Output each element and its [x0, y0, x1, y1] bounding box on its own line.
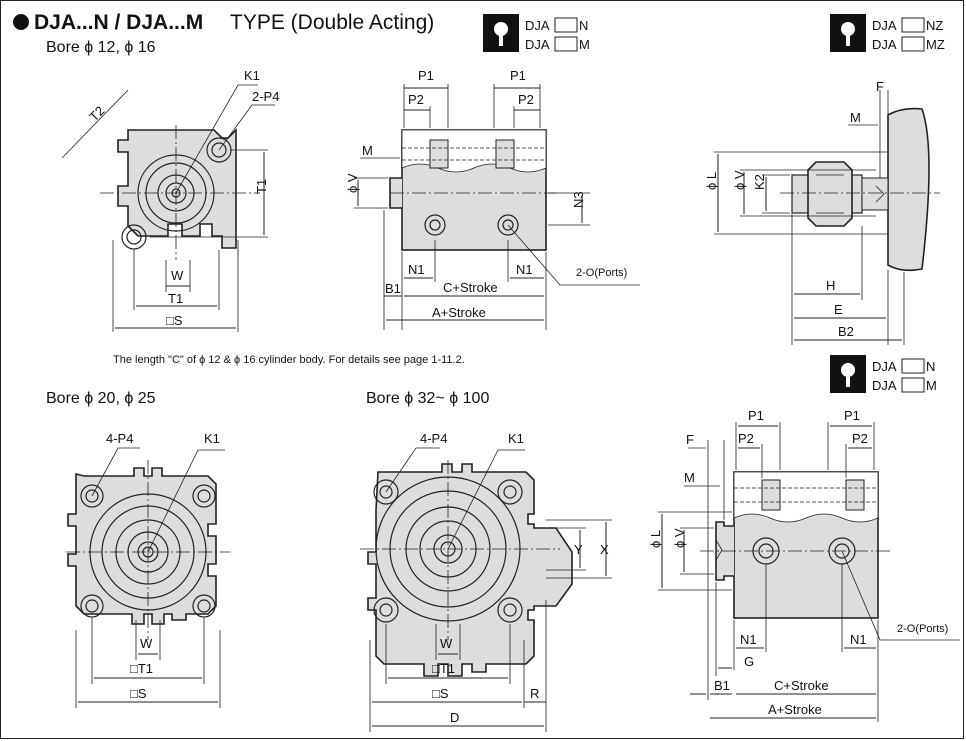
- svg-text:DJA: DJA: [525, 18, 550, 33]
- svg-text:ϕ L: ϕ L: [704, 172, 719, 190]
- svg-text:N: N: [926, 359, 935, 374]
- svg-text:2-O(Ports): 2-O(Ports): [576, 267, 627, 279]
- view-large-front: 4-P4 K1 Y X W □T1 □S R D: [360, 431, 612, 732]
- svg-text:P1: P1: [418, 68, 434, 83]
- svg-text:□S: □S: [166, 313, 183, 328]
- svg-text:T2: T2: [86, 103, 107, 124]
- svg-text:K1: K1: [244, 68, 260, 83]
- svg-text:DJA: DJA: [872, 37, 897, 52]
- svg-text:MZ: MZ: [926, 37, 945, 52]
- svg-text:DJA: DJA: [872, 359, 897, 374]
- svg-text:M: M: [926, 378, 937, 393]
- svg-text:M: M: [579, 37, 590, 52]
- svg-text:W: W: [171, 268, 184, 283]
- svg-text:NZ: NZ: [926, 18, 943, 33]
- svg-text:B1: B1: [714, 678, 730, 693]
- svg-text:N1: N1: [408, 262, 425, 277]
- svg-text:N1: N1: [516, 262, 533, 277]
- svg-text:N3: N3: [571, 191, 586, 208]
- svg-text:ϕ L: ϕ L: [648, 530, 663, 548]
- title-rest: TYPE (Double Acting): [230, 11, 434, 34]
- svg-text:K1: K1: [508, 431, 524, 446]
- svg-text:□S: □S: [130, 686, 147, 701]
- svg-text:F: F: [686, 432, 694, 447]
- view-rod-end: F M ϕ L ϕ V K2 H E B2: [704, 79, 940, 345]
- svg-text:2-P4: 2-P4: [252, 89, 279, 104]
- svg-text:K2: K2: [752, 174, 767, 190]
- svg-text:□S: □S: [432, 686, 449, 701]
- svg-text:G: G: [744, 654, 754, 669]
- svg-text:N1: N1: [740, 632, 757, 647]
- svg-text:M: M: [850, 110, 861, 125]
- svg-text:B2: B2: [838, 324, 854, 339]
- svg-text:D: D: [450, 710, 459, 725]
- title-bold: DJA...N / DJA...M: [34, 11, 203, 34]
- svg-text:M: M: [684, 470, 695, 485]
- magnet-icon-group-nm-top: DJA N DJA M: [483, 14, 590, 52]
- svg-text:2-O(Ports): 2-O(Ports): [897, 623, 948, 635]
- svg-text:H: H: [826, 278, 835, 293]
- view-small-front: T2 K1 2-P4 T1 W T1 □S: [61, 68, 279, 332]
- svg-text:T1: T1: [168, 291, 183, 306]
- svg-text:DJA: DJA: [872, 378, 897, 393]
- note-text: The length "C" of ϕ 12 & ϕ 16 cylinder b…: [113, 354, 465, 366]
- svg-text:M: M: [362, 143, 373, 158]
- svg-text:ϕ V: ϕ V: [732, 170, 747, 190]
- svg-text:K1: K1: [204, 431, 220, 446]
- svg-text:E: E: [834, 302, 843, 317]
- svg-text:DJA: DJA: [525, 37, 550, 52]
- svg-text:ϕ V: ϕ V: [672, 528, 687, 548]
- bore-large-label: Bore ϕ 32~ ϕ 100: [366, 390, 489, 407]
- svg-text:□T1: □T1: [130, 661, 153, 676]
- svg-text:P2: P2: [408, 92, 424, 107]
- svg-text:A+Stroke: A+Stroke: [432, 305, 486, 320]
- view-small-side: P1 P1 P2 P2 M ϕ V N3 N1 N1 2-O(Ports) B1: [345, 68, 640, 330]
- svg-text:DJA: DJA: [872, 18, 897, 33]
- svg-text:F: F: [876, 79, 884, 94]
- svg-text:N1: N1: [850, 632, 867, 647]
- svg-text:C+Stroke: C+Stroke: [443, 280, 498, 295]
- svg-text:W: W: [140, 636, 153, 651]
- view-mid-front: 4-P4 K1 W □T1 □S: [66, 431, 230, 708]
- magnet-icon-group-nm-bottom: DJA N DJA M: [830, 355, 937, 393]
- bore-mid-label: Bore ϕ 20, ϕ 25: [46, 390, 156, 407]
- svg-text:X: X: [600, 542, 609, 557]
- svg-text:4-P4: 4-P4: [420, 431, 447, 446]
- svg-text:B1: B1: [385, 281, 401, 296]
- magnet-icon-group-nzmz: DJA NZ DJA MZ: [830, 14, 945, 52]
- svg-text:P1: P1: [510, 68, 526, 83]
- bore-small-label: Bore ϕ 12, ϕ 16: [46, 39, 156, 56]
- svg-text:C+Stroke: C+Stroke: [774, 678, 829, 693]
- svg-text:Y: Y: [574, 542, 583, 557]
- svg-text:N: N: [579, 18, 588, 33]
- svg-text:P1: P1: [844, 408, 860, 423]
- svg-text:□T1: □T1: [432, 661, 455, 676]
- svg-text:R: R: [530, 686, 539, 701]
- bullet-icon: [13, 14, 29, 30]
- svg-text:A+Stroke: A+Stroke: [768, 702, 822, 717]
- svg-text:P2: P2: [518, 92, 534, 107]
- svg-text:ϕ V: ϕ V: [345, 173, 360, 193]
- svg-text:T1: T1: [254, 179, 269, 194]
- svg-text:P2: P2: [852, 431, 868, 446]
- svg-text:P1: P1: [748, 408, 764, 423]
- svg-text:W: W: [440, 636, 453, 651]
- svg-text:P2: P2: [738, 431, 754, 446]
- svg-text:4-P4: 4-P4: [106, 431, 133, 446]
- view-large-side: P1 P1 P2 P2 F M ϕ L ϕ V N1 N1 2-O(Ports): [648, 408, 960, 722]
